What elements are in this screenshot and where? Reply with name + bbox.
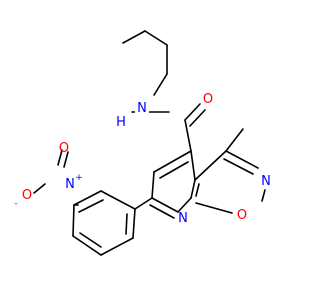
atom-nitro-n-charge: + (75, 173, 83, 183)
atom-nitro-o-double: O (59, 141, 69, 156)
bond-npyr-c6-b (149, 204, 175, 219)
atom-nitro-o-single: O (22, 188, 32, 203)
bond-c5-c4-b (159, 161, 189, 179)
atom-isoxazole-n: N (261, 174, 271, 189)
molecule-structure-diagram: N H O N O N N + O O - (14, 30, 271, 256)
bond-aryl-double-1 (78, 199, 104, 213)
bond-carbonyl-o-1 (184, 103, 201, 121)
bond-aryl-4 (72, 235, 102, 256)
bond-c6-c5 (151, 171, 155, 199)
bond-c6-aryl (134, 197, 153, 210)
bond-c5-c4-a (153, 150, 192, 173)
bond-c3a-c3 (194, 150, 227, 181)
bond-carbonyl-c4 (184, 119, 192, 152)
bond-c3-methyl (225, 128, 244, 152)
atom-labels: N H O N O N N + O O - (14, 92, 270, 226)
bond-aryl-1 (100, 190, 136, 210)
bond-c7a-npyr (177, 197, 192, 213)
bond-aryl-double-3 (125, 213, 128, 235)
bond-aryl-5 (100, 237, 134, 256)
bond-nitro-o-single (33, 183, 46, 194)
bond-niso-oiso (261, 189, 266, 202)
bond-propyl-1 (122, 30, 146, 44)
bond-c3-niso-a (225, 150, 259, 169)
bond-carbonyl-o-2 (189, 109, 206, 127)
bond-c3-niso-b (223, 158, 254, 175)
atom-pyridine-n: N (178, 211, 188, 226)
bond-aryl-6 (132, 208, 136, 239)
bond-ch2-n (153, 73, 168, 96)
bond-c3a-c7a-inner (195, 183, 200, 197)
atom-isoxazole-o: O (237, 208, 247, 223)
bond-aryl-2 (73, 190, 102, 206)
atom-amide-o: O (203, 92, 213, 107)
bond-c4-c3a (190, 150, 196, 181)
atom-amide-h: H (116, 115, 126, 130)
bond-lines (33, 30, 266, 256)
bond-nitro-o-double-b (63, 151, 69, 168)
bond-propyl-2 (144, 30, 168, 46)
bond-aryl-double-2 (79, 232, 102, 248)
atom-nitro-n: N (65, 177, 75, 192)
bond-nitro-o-double-a (57, 149, 63, 166)
atom-nitro-o-minus: - (14, 199, 17, 209)
bond-npyr-c6-a (151, 197, 179, 213)
bond-aryl-3 (72, 204, 75, 237)
atom-amide-n: N (137, 101, 147, 116)
bond-c3a-c7a (190, 179, 196, 199)
bond-oiso-c7a (195, 202, 233, 214)
